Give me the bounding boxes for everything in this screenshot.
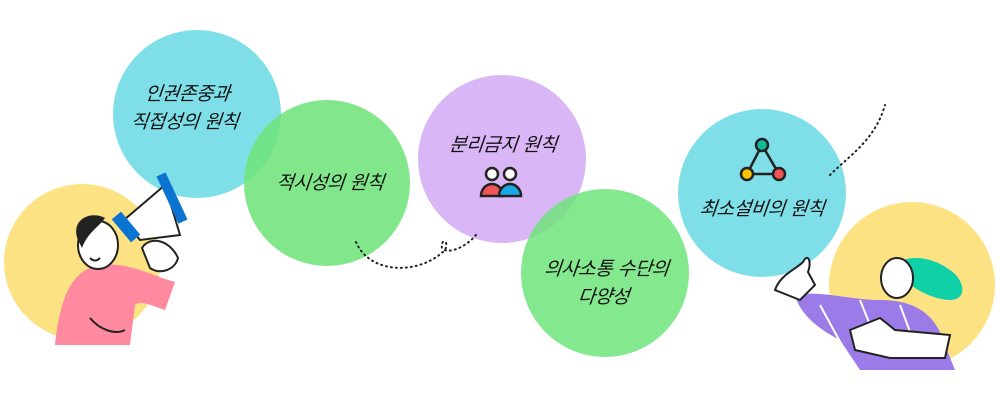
person-thumbs-up-illustration: [773, 256, 963, 370]
network-triangle-icon: [739, 137, 787, 182]
label-line: 인권존중과: [143, 83, 232, 105]
label-line: 의사소통 수단의: [543, 258, 670, 280]
dotted-path-1: [355, 231, 479, 269]
dotted-path-2: [829, 104, 886, 176]
label-communication: 의사소통 수단의 다양성: [540, 255, 670, 311]
circle-communication: [521, 189, 689, 357]
label-line: 직접성의 원칙: [129, 111, 240, 133]
label-minimum-facility: 최소설비의 원칙: [698, 195, 826, 223]
person-megaphone-illustration: [55, 172, 188, 345]
label-timeliness: 적시성의 원칙: [275, 169, 385, 197]
label-line: 최소설비의 원칙: [698, 198, 826, 220]
label-line: 다양성: [576, 286, 631, 308]
circle-minimum-facility: [678, 109, 846, 277]
label-human-rights: 인권존중과 직접성의 원칙: [129, 80, 242, 136]
label-non-separation: 분리금지 원칙: [448, 131, 558, 159]
label-line: 분리금지 원칙: [448, 134, 558, 156]
label-line: 적시성의 원칙: [275, 172, 385, 194]
people-icon: [479, 166, 523, 198]
circle-timeliness: [244, 100, 410, 266]
